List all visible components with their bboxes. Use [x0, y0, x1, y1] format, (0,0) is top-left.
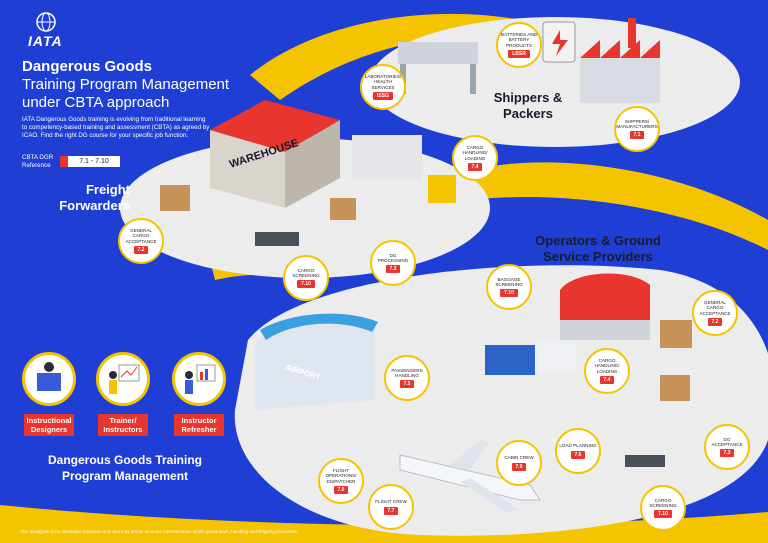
section-freight: Freight Forwarders	[59, 182, 130, 213]
ribbon-middle	[470, 162, 768, 250]
intro-description: IATA Dangerous Goods training is evolvin…	[22, 116, 210, 139]
bubble-baggage-screening: BAGGAGE SCREENING 7.10	[486, 264, 532, 310]
forklift	[428, 175, 456, 203]
bubble-cargo-screening-op: CARGO SCREENING 7.10	[640, 485, 686, 531]
bubble-cabin-crew: CABIN CREW 7.9	[496, 440, 542, 486]
reference-marker	[60, 156, 68, 167]
cargo-hangar	[560, 273, 650, 335]
section-operators: Operators & Ground Service Providers	[535, 233, 661, 264]
reference-value: 7.1 - 7.10	[68, 156, 120, 167]
airport-terminal	[255, 317, 375, 410]
truck-trailer	[352, 135, 422, 180]
screening-machine	[255, 232, 299, 246]
instructor-refresher-illustration	[172, 352, 226, 406]
instructional-designers-illustration	[22, 352, 76, 406]
bubble-load-planning: LOAD PLANNING 7.6	[555, 428, 601, 474]
factory	[580, 58, 660, 103]
bubble-passengers-handling: PASSENGERS HANDLING 7.5	[384, 355, 430, 401]
iata-logo-text: IATA	[28, 33, 63, 49]
delivery-truck	[485, 345, 535, 375]
bubble-cargo-handling-op: CARGO HANDLING/ LOADING 7.4	[584, 348, 630, 394]
warehouse-roof	[210, 100, 340, 152]
bubble-cargo-handling-ff: CARGO HANDLING/ LOADING 7.4	[452, 135, 498, 181]
ribbon-bottom	[0, 505, 768, 543]
bubble-cargo-screening-ff: CARGO SCREENING 7.10	[283, 255, 329, 301]
reference-label: CBTA DGR Reference	[22, 154, 54, 169]
instructional-designers-label: Instructional Designers	[24, 414, 74, 436]
lab-bench	[398, 42, 478, 64]
cargo-boxes-op	[660, 320, 692, 348]
instructor-refresher-label: Instructor Refresher	[174, 414, 224, 436]
page-subtitle-line2: under CBTA approach	[22, 94, 170, 111]
bubble-batteries: BATTERIES AND BATTERY PRODUCTS LBSR	[496, 22, 542, 68]
bubble-laboratories: LABORATORIES/ HEALTH SERVICES ISSG	[360, 64, 406, 110]
section-dg-training: Dangerous Goods Training Program Managem…	[47, 453, 202, 483]
bubble-dg-acceptance: DG ACCEPTANCE 7.3	[704, 424, 750, 470]
trainer-instructors-label: Trainer/ Instructors	[98, 414, 148, 436]
cargo-boxes	[160, 185, 190, 211]
footer-disclaimer: This pictogram is for illustrative purpo…	[20, 529, 298, 534]
trainer-instructors-illustration	[96, 352, 150, 406]
screening-belt	[625, 455, 665, 467]
page-subtitle-line1: Training Program Management	[22, 76, 230, 93]
section-shippers: Shippers & Packers	[493, 90, 563, 121]
bubble-flight-crew: FLIGHT CREW 7.7	[368, 484, 414, 530]
bubble-general-cargo-ff: GENERAL CARGO ACCEPTANCE 7.2	[118, 218, 164, 264]
bubble-shippers-manufacturers: SHIPPERS/ MANUFACTURERS 7.1	[614, 106, 660, 152]
bubble-general-cargo-op: GENERAL CARGO ACCEPTANCE 7.2	[692, 290, 738, 336]
page-title: Dangerous Goods	[22, 58, 153, 75]
bubble-dg-processing: DG PROCESSING 7.3	[370, 240, 416, 286]
bubble-flight-operations: FLIGHT OPERATIONS/ DISPATCHER 7.8	[318, 458, 364, 504]
